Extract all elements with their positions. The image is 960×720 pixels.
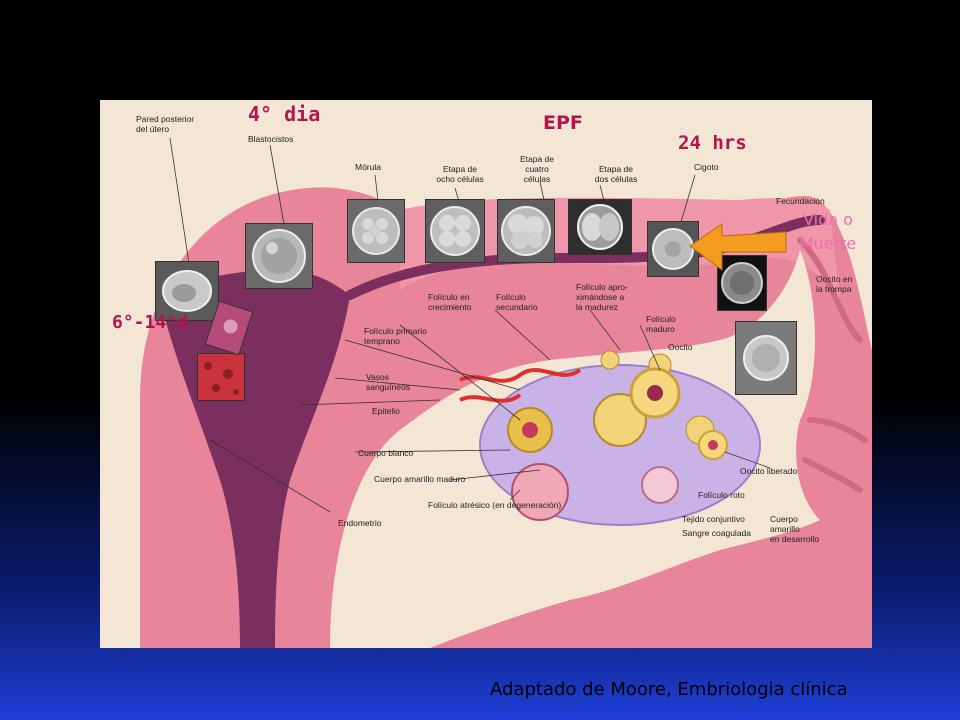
mature-follicle-oocyte bbox=[647, 385, 663, 401]
label-morula: Mórula bbox=[355, 162, 381, 172]
blood-vessels bbox=[459, 393, 522, 403]
annotation-life-or-death: Vida o Muerte bbox=[799, 210, 857, 253]
label-mature-corpus-luteum: Cuerpo amarillo maduro bbox=[374, 474, 466, 484]
photo-zygote bbox=[648, 222, 698, 276]
label-ruptured-follicle: Folículo roto bbox=[698, 490, 745, 500]
photo-fertilization bbox=[718, 256, 766, 310]
annotation-day4: 4° dia bbox=[248, 102, 321, 126]
label-eight-cell: Etapa de ocho células bbox=[436, 164, 484, 184]
label-secondary-follicle: Folículo secundario bbox=[496, 292, 538, 312]
photo-early-implantation bbox=[156, 262, 218, 320]
label-mature-follicle: Folículo maduro bbox=[646, 314, 676, 334]
photo-four-cell bbox=[498, 200, 554, 262]
released-oocyte-core bbox=[708, 440, 718, 450]
photo-endometrium-tissue bbox=[198, 354, 244, 400]
label-released-oocyte: Oocito liberado bbox=[740, 466, 798, 476]
annotation-epf: EPF bbox=[543, 112, 583, 134]
label-blastocysts: Blastocistos bbox=[248, 134, 294, 144]
label-zygote: Cigoto bbox=[694, 162, 719, 172]
blood-vessels bbox=[459, 368, 582, 383]
label-connective-tissue: Tejido conjuntivo bbox=[682, 514, 745, 524]
photo-implantation-section bbox=[206, 301, 252, 355]
follicle-core bbox=[522, 422, 538, 438]
photo-oocyte-in-tube bbox=[736, 322, 796, 394]
annotation-days-6-14: 6°-14°d bbox=[112, 312, 188, 333]
leader-lines bbox=[169, 137, 771, 513]
source-credit: Adaptado de Moore, Embriologia clínica bbox=[490, 679, 848, 700]
label-uterus-posterior-wall: Pared posterior del útero bbox=[136, 114, 195, 134]
label-oocyte-in-tube: Oocito en la trompa bbox=[816, 274, 853, 294]
annotation-24-hours: 24 hrs bbox=[678, 132, 747, 154]
tube-lumen bbox=[345, 215, 825, 300]
follicle bbox=[593, 393, 647, 447]
photo-blastocyst bbox=[246, 224, 312, 288]
label-endometrium: Endometrio bbox=[338, 518, 382, 528]
label-oocyte: Oocito bbox=[668, 342, 693, 352]
label-developing-corpus-luteum: Cuerpo amarillo en desarrollo bbox=[770, 514, 820, 544]
arrow-icon bbox=[689, 223, 787, 271]
label-corpus-albicans: Cuerpo blanco bbox=[358, 448, 414, 458]
label-coagulated-blood: Sangre coagulada bbox=[682, 528, 752, 538]
label-blood-vessels: Vasos sanguíneos bbox=[366, 372, 410, 392]
label-two-cell: Etapa de dos células bbox=[594, 164, 638, 184]
label-four-cell: Etapa de cuatro células bbox=[519, 154, 555, 184]
label-growing-follicle: Folículo en crecimiento bbox=[428, 292, 472, 312]
follicle bbox=[511, 463, 569, 521]
label-early-primary-follicle: Folículo primario temprano bbox=[364, 326, 427, 346]
follicle bbox=[641, 466, 679, 504]
label-fertilization: Fecundación bbox=[776, 196, 825, 206]
photo-eight-cell bbox=[426, 200, 484, 262]
label-near-mature-follicle: Folículo apro- ximándose a la madurez bbox=[576, 282, 628, 312]
follicle bbox=[600, 350, 620, 370]
photo-morula bbox=[348, 200, 404, 262]
photo-two-cell bbox=[569, 200, 631, 254]
label-epithelium: Epitelio bbox=[372, 406, 400, 416]
label-atretic-follicle: Folículo atrésico (en degeneración) bbox=[428, 500, 562, 510]
fimbriae bbox=[797, 237, 868, 493]
